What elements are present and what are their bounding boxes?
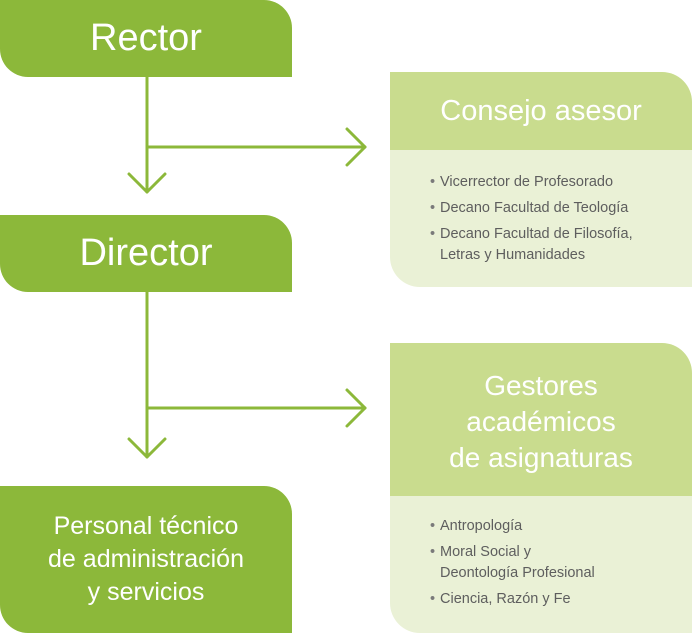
bullet-icon: • [430,518,436,534]
bullet-icon: • [430,174,436,190]
arrowhead-right-consejo [345,127,367,167]
bullet-icon: • [430,591,436,607]
consejo-asesor-body: •Vicerrector de Profesorado •Decano Facu… [390,150,692,287]
list-item-text: Antropología [440,518,523,534]
personal-label: Personal técnico de administración y ser… [48,512,244,606]
consejo-asesor-header: Consejo asesor [390,72,692,150]
gestores-list: •Antropología •Moral Social y Deontologí… [430,516,692,610]
list-item: •Vicerrector de Profesorado [430,172,692,193]
director-node: Director [0,215,292,292]
gestores-body: •Antropología •Moral Social y Deontologí… [390,496,692,633]
consejo-asesor-panel: Consejo asesor •Vicerrector de Profesora… [390,72,692,287]
list-item: •Moral Social y Deontología Profesional [430,542,692,584]
bullet-icon: • [430,200,436,216]
list-item-text: Vicerrector de Profesorado [440,174,614,190]
consejo-asesor-title: Consejo asesor [440,94,642,127]
gestores-panel: Gestores académicos de asignaturas •Antr… [390,343,692,633]
list-item-text: Decano Facultad de Teología [440,200,629,216]
bullet-icon: • [430,544,436,560]
rector-node: Rector [0,0,292,77]
list-item: •Decano Facultad de Teología [430,198,692,219]
arrowhead-down-director [127,172,167,194]
list-item-text: Ciencia, Razón y Fe [440,591,571,607]
gestores-title: Gestores académicos de asignaturas [449,369,633,473]
list-item-text: Moral Social y Deontología Profesional [440,544,595,581]
gestores-header: Gestores académicos de asignaturas [390,343,692,496]
arrowhead-right-gestores [345,388,367,428]
list-item: •Antropología [430,516,692,537]
director-label: Director [79,232,213,274]
list-item: •Ciencia, Razón y Fe [430,589,692,610]
personal-node: Personal técnico de administración y ser… [0,486,292,633]
consejo-asesor-list: •Vicerrector de Profesorado •Decano Facu… [430,172,692,266]
rector-label: Rector [90,17,202,59]
list-item: •Decano Facultad de Filosofía, Letras y … [430,224,692,266]
list-item-text: Decano Facultad de Filosofía, Letras y H… [440,226,633,263]
arrowhead-down-personal [127,437,167,459]
bullet-icon: • [430,226,436,242]
